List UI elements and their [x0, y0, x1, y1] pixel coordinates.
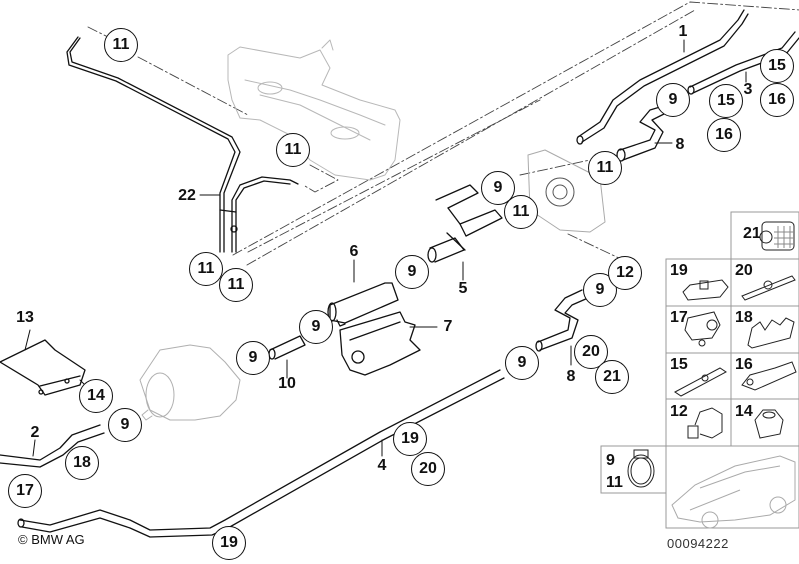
callout-part-18[interactable]: 18 — [65, 446, 99, 480]
callout-part-11[interactable]: 11 — [189, 252, 223, 286]
part-label-22[interactable]: 22 — [178, 187, 196, 204]
callout-part-11[interactable]: 11 — [104, 28, 138, 62]
pipe-4 — [17, 369, 505, 538]
grommet-icon — [687, 407, 723, 439]
fuel-filter — [139, 344, 241, 421]
callout-part-15[interactable]: 15 — [760, 49, 794, 83]
callout-part-9[interactable]: 9 — [395, 255, 429, 289]
legend-label-16[interactable]: 16 — [735, 356, 753, 373]
hose-clamp-icon — [627, 449, 655, 488]
part-label-5[interactable]: 5 — [458, 280, 468, 297]
callout-part-11[interactable]: 11 — [276, 133, 310, 167]
dashed-leader-lines — [87, 1, 799, 269]
callout-part-11[interactable]: 11 — [504, 195, 538, 229]
callout-part-21[interactable]: 21 — [595, 360, 629, 394]
part-label-2[interactable]: 2 — [30, 424, 40, 441]
clip-cover-icon — [759, 221, 795, 251]
callout-part-16[interactable]: 16 — [760, 83, 794, 117]
fuel-tank — [227, 39, 401, 181]
holder-bracket-icon — [674, 367, 727, 397]
callout-part-9[interactable]: 9 — [236, 341, 270, 375]
legend-label-17[interactable]: 17 — [670, 309, 688, 326]
legend-label-15[interactable]: 15 — [670, 356, 688, 373]
part-label-1[interactable]: 1 — [678, 23, 688, 40]
callout-part-14[interactable]: 14 — [79, 379, 113, 413]
callout-part-11[interactable]: 11 — [219, 268, 253, 302]
callout-part-9[interactable]: 9 — [481, 171, 515, 205]
hose-clip-double-icon — [682, 279, 729, 301]
callout-part-9[interactable]: 9 — [299, 310, 333, 344]
leader-lines — [24, 39, 747, 457]
legend-label-12[interactable]: 12 — [670, 403, 688, 420]
legend-label-20[interactable]: 20 — [735, 262, 753, 279]
callout-part-19[interactable]: 19 — [212, 526, 246, 560]
legend-label-21[interactable]: 21 — [743, 225, 761, 242]
part-label-3[interactable]: 3 — [743, 81, 753, 98]
triple-hose-clip-icon — [747, 317, 795, 349]
callout-part-11[interactable]: 11 — [588, 151, 622, 185]
legend-label-14[interactable]: 14 — [735, 403, 753, 420]
hose-holder-icon — [684, 311, 721, 347]
callout-part-9[interactable]: 9 — [656, 83, 690, 117]
callout-part-9[interactable]: 9 — [108, 408, 142, 442]
callout-part-12[interactable]: 12 — [608, 256, 642, 290]
copyright-notice: © BMW AG — [18, 532, 85, 547]
hose-8-lower — [535, 289, 589, 352]
part-label-13[interactable]: 13 — [16, 309, 34, 326]
callout-part-16[interactable]: 16 — [707, 118, 741, 152]
part-label-10[interactable]: 10 — [278, 375, 296, 392]
callout-part-9[interactable]: 9 — [505, 346, 539, 380]
pipe-2 — [0, 424, 105, 468]
callout-part-19[interactable]: 19 — [393, 422, 427, 456]
pump-housing-7 — [339, 311, 421, 376]
part-label-6[interactable]: 6 — [349, 243, 359, 260]
callout-part-20[interactable]: 20 — [411, 452, 445, 486]
y-piece-5 — [427, 184, 503, 263]
callout-part-15[interactable]: 15 — [709, 84, 743, 118]
legend-icons — [627, 221, 797, 529]
callout-part-17[interactable]: 17 — [8, 474, 42, 508]
part-label-4[interactable]: 4 — [377, 457, 387, 474]
multi-hose-clip-icon — [741, 361, 797, 391]
drawing-number: 00094222 — [667, 536, 729, 551]
legend-label-18[interactable]: 18 — [735, 309, 753, 326]
bracket-with-nut-icon — [741, 275, 796, 301]
part-label-8[interactable]: 8 — [675, 136, 685, 153]
bracket-13 — [0, 339, 86, 396]
car-outline-icon — [671, 455, 796, 529]
hose-10 — [268, 335, 306, 360]
part-label-8[interactable]: 8 — [566, 368, 576, 385]
legend-label-19[interactable]: 19 — [670, 262, 688, 279]
fuel-pump-6 — [327, 282, 399, 327]
legend-label-9-11[interactable]: 9 11 — [606, 452, 623, 491]
pipe-1 — [576, 9, 749, 145]
legend-grid-lines — [600, 211, 799, 529]
part-label-7[interactable]: 7 — [443, 318, 453, 335]
hex-nut-icon — [754, 409, 784, 439]
pipe-22 — [66, 36, 299, 253]
hose-8-upper — [616, 106, 667, 162]
